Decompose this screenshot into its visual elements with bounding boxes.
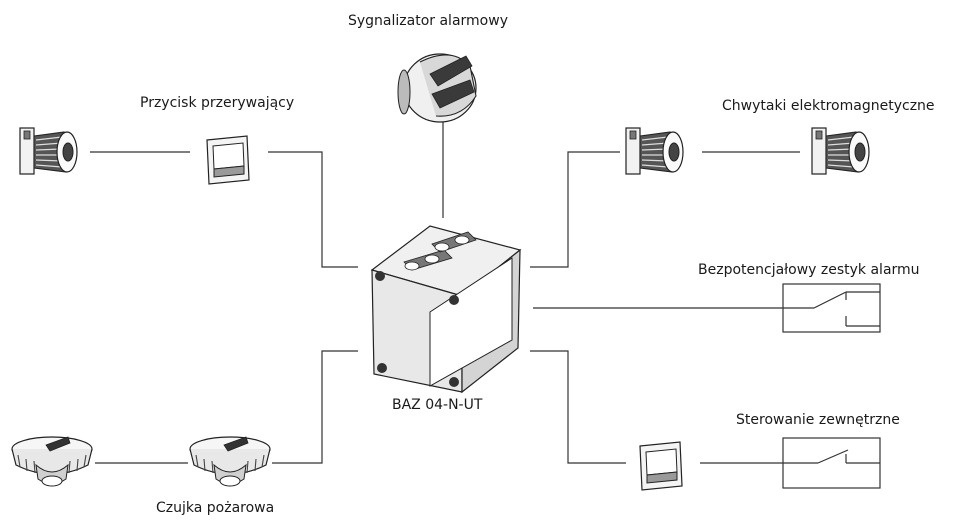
door-holder-right-icon — [811, 127, 870, 175]
alarm-siren-icon — [397, 53, 477, 123]
label-panel: BAZ 04-N-UT — [392, 397, 483, 413]
label-external-control: Sterowanie zewnętrzne — [736, 412, 900, 428]
wiring — [90, 110, 800, 464]
smoke-detector-right-icon — [189, 436, 271, 487]
alarm-contact-symbol — [782, 283, 881, 333]
external-control-switch-icon — [639, 441, 683, 491]
control-panel-box-icon — [370, 225, 522, 394]
label-smoke-detector: Czujka pożarowa — [156, 500, 275, 516]
door-holder-left-icon — [19, 127, 78, 175]
label-siren: Sygnalizator alarmowy — [348, 13, 508, 29]
door-holder-center-icon — [625, 127, 684, 175]
smoke-detector-left-icon — [11, 436, 93, 487]
interrupt-button-icon — [206, 135, 250, 185]
label-alarm-contact: Bezpotencjałowy zestyk alarmu — [698, 262, 920, 278]
external-control-symbol — [782, 437, 881, 489]
label-magnets: Chwytaki elektromagnetyczne — [722, 98, 935, 114]
label-interrupt-button: Przycisk przerywający — [140, 95, 295, 111]
